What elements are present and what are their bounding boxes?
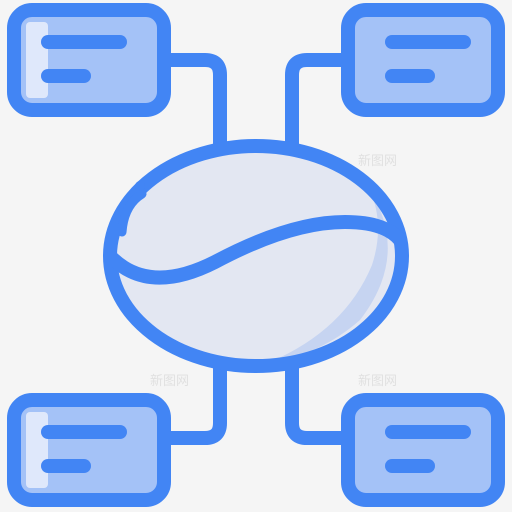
connector-bottom-right: [285, 331, 355, 445]
connector-bottom-left: [157, 331, 227, 445]
bean-highlight-dot: [135, 181, 145, 191]
bean-body: [110, 146, 402, 366]
watermark-bottom: 新图网: [358, 373, 397, 389]
watermark-top: 新图网: [358, 153, 397, 169]
card-bottom-right: [341, 393, 505, 507]
coffee-bean: [103, 139, 409, 373]
card-top-left: [7, 3, 171, 117]
connector-lines: [157, 53, 355, 445]
watermark-left: 新图网: [150, 373, 189, 389]
card-top-right: [341, 3, 505, 117]
bean-highlight-arc: [117, 189, 147, 237]
bean-crease: [105, 214, 407, 285]
card-bottom-left: [7, 393, 171, 507]
connector-top-left: [157, 53, 227, 185]
bean-shadow: [270, 190, 388, 362]
connector-top-right: [285, 53, 355, 185]
